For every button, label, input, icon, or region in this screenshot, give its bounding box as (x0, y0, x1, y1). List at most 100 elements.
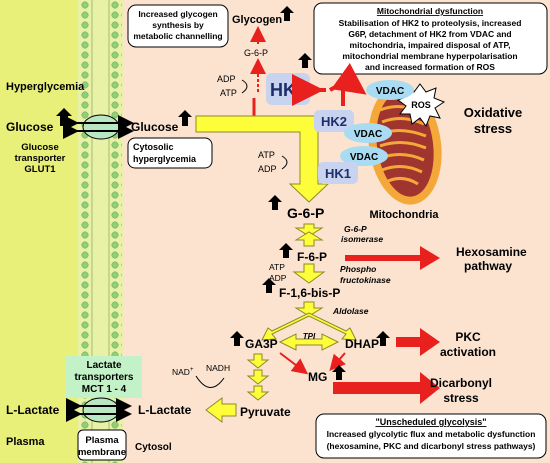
membrane-label-line2: membrane (78, 447, 126, 458)
aldolase-label: Aldolase (332, 306, 369, 316)
up-arrow-icon (376, 331, 390, 346)
oxidative-line2: stress (474, 121, 512, 136)
pfk-line2: fructokinase (340, 275, 391, 285)
isomerase-line2: isomerase (341, 234, 383, 244)
mg-label: MG (308, 370, 327, 384)
atp-pfk-label: ATP (269, 262, 285, 272)
up-arrow-icon (280, 6, 294, 21)
hk2-vdac-arrow (328, 63, 367, 95)
vdac-top-label: VDAC (376, 86, 404, 97)
membrane-label-line1: Plasma (85, 435, 119, 446)
mito-box-line: and increased formation of ROS (365, 62, 495, 72)
transporter-label-line2: transporter (15, 153, 66, 164)
tpi-label: TPI (303, 332, 316, 341)
cytosolic-lactate-label: L-Lactate (138, 403, 192, 417)
atp-adp-curve (281, 155, 288, 170)
nad-nadh-curve (195, 375, 225, 388)
lactate-transporter-line3: MCT 1 - 4 (82, 384, 127, 395)
f16bp-label: F-1,6-bis-P (279, 286, 340, 300)
glycogen-synthesis-box (127, 4, 229, 48)
atp-adp-curve (241, 79, 248, 94)
dhap-label: DHAP (345, 337, 379, 351)
pyruvate-label: Pyruvate (240, 405, 291, 419)
lactate-transporter-box (66, 356, 142, 398)
atp-top-label: ATP (220, 88, 237, 98)
ros-label: ROS (411, 100, 431, 110)
vdac-mid-label: VDAC (354, 129, 382, 140)
mito-box-title: Mitochondrial dysfunction (377, 6, 483, 16)
pkc-arrow (396, 328, 440, 356)
tpi-arrow (278, 333, 340, 351)
hexosamine-line1: Hexosamine (456, 245, 527, 259)
dicarbonyl-line2: stress (443, 391, 479, 405)
adp-top-label: ADP (217, 74, 236, 84)
isomerase-line1: G-6-P (344, 224, 367, 234)
up-arrow-icon (279, 243, 293, 258)
dicarbonyl-arrow (333, 372, 440, 404)
hexosamine-arrow (345, 246, 440, 270)
unscheduled-line: (hexosamine, PKC and dicarbonyl stress p… (327, 441, 536, 451)
mitochondrial-dysfunction-box (313, 2, 548, 75)
small-g6p-label: G-6-P (244, 48, 268, 58)
plasma-label: Plasma (6, 436, 45, 448)
vdac-top (366, 80, 414, 100)
nadh-label: NADH (206, 363, 230, 373)
hk1-label: HK1 (325, 166, 351, 181)
up-arrow-icon (332, 365, 346, 380)
glycogen-box-line1: Increased glycogen (138, 9, 217, 19)
up-arrow-icon (262, 278, 276, 293)
unscheduled-glycolysis-box (315, 413, 547, 459)
cytosolic-box-line1: Cytosolic (133, 142, 174, 152)
hk2-bound-label: HK2 (321, 114, 347, 129)
nad-label: NAD+ (172, 367, 194, 377)
aldolase-split-arrow (261, 312, 357, 341)
g6p-f6p-arrow-down (294, 223, 324, 237)
atp-mid-label: ATP (258, 150, 275, 160)
f6p-label: F-6-P (297, 250, 327, 264)
unscheduled-title: "Unscheduled glycolysis" (375, 417, 486, 427)
cytosolic-box-line2: hyperglycemia (133, 154, 197, 164)
mito-box-line: G6P, detachment of HK2 from VDAC and (348, 29, 511, 39)
cytosol-label: Cytosol (135, 442, 172, 453)
extracellular-lactate-label: L-Lactate (6, 403, 60, 417)
ga3p-label: GA3P (245, 337, 278, 351)
hyperglycemia-label: Hyperglycemia (6, 81, 85, 93)
lactate-transporter-line2: transporters (75, 372, 134, 383)
unscheduled-line: Increased glycolytic flux and metabolic … (327, 429, 536, 439)
oxidative-line1: Oxidative (464, 105, 523, 120)
cytosolic-hyperglycemia-box (127, 137, 213, 169)
glycolysis-step-arrow (246, 385, 270, 401)
membrane-label-box (77, 429, 127, 461)
dicarbonyl-line1: Dicarbonyl (430, 376, 492, 390)
up-arrow-icon (298, 53, 312, 68)
adp-mid-label: ADP (258, 164, 277, 174)
up-arrow-icon (178, 110, 192, 126)
cytosolic-glucose-label: Glucose (131, 120, 179, 134)
glycogen-label: Glycogen (232, 14, 282, 26)
ga3p-mg-arrow (279, 352, 309, 375)
glycolysis-step-arrow (246, 369, 270, 385)
aldolase-arrow (294, 301, 324, 317)
plasma-area (0, 0, 78, 463)
hexosamine-line2: pathway (464, 259, 512, 273)
up-arrow-icon (230, 331, 244, 346)
g6p-f6p-arrow-up (294, 231, 324, 247)
glut1-transporter (63, 114, 134, 140)
vdac-low (340, 146, 388, 166)
mitochondria-label: Mitochondria (369, 209, 439, 221)
transporter-label-line1: Glucose (21, 142, 59, 153)
mct-transporter: Lactate transporters MCT 1 - 4 (66, 356, 142, 423)
pyruvate-lactate-arrow (205, 397, 237, 423)
lactate-transporter-line1: Lactate (86, 360, 121, 371)
transporter-label-line3: GLUT1 (24, 164, 56, 175)
mito-box-line: mitochondrial membrane hyperpolarisation (342, 51, 517, 61)
mito-box-line: mitochondria, impaired disposal of ATP, (350, 40, 511, 50)
glycolysis-step-arrow (246, 353, 270, 369)
pkc-line1: PKC (455, 330, 481, 344)
up-arrow-icon (56, 108, 72, 126)
up-arrow-icon (268, 195, 282, 210)
g6p-label: G-6-P (287, 205, 324, 221)
hk1-box (318, 162, 358, 184)
pfk-line1: Phospho (340, 264, 376, 274)
